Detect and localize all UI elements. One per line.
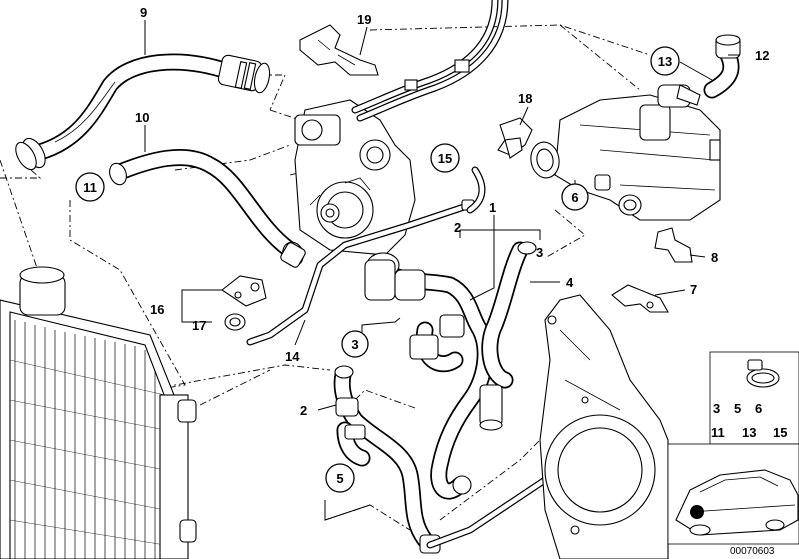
label-4: 4 xyxy=(566,275,574,290)
clip-18 xyxy=(497,117,533,159)
circle-15 xyxy=(430,143,460,173)
label-6: 6 xyxy=(571,190,578,205)
label-7: 7 xyxy=(690,282,697,297)
label-11: 11 xyxy=(83,180,97,195)
car-locator-inset: 00070603 xyxy=(667,443,799,557)
thermostat-housing-right xyxy=(530,84,721,221)
inset-3: 3 xyxy=(713,401,720,416)
label-1: 1 xyxy=(489,200,496,215)
inset-15: 15 xyxy=(773,425,787,440)
label-15: 15 xyxy=(438,151,452,166)
clamp-17 xyxy=(224,313,246,331)
circle-11 xyxy=(75,172,105,202)
circle-6 xyxy=(561,183,589,211)
inset-11: 11 xyxy=(711,425,725,440)
label-5: 5 xyxy=(336,471,343,486)
hose-10 xyxy=(109,149,306,268)
hose-9 xyxy=(15,53,271,171)
label-16: 16 xyxy=(150,302,164,317)
inset-6: 6 xyxy=(755,401,762,416)
label-18: 18 xyxy=(518,91,532,106)
label-8: 8 xyxy=(711,250,718,265)
hose-clamp-icon xyxy=(746,359,780,388)
water-pump-assembly xyxy=(294,0,509,256)
label-9: 9 xyxy=(140,5,147,20)
label-2-top: 2 xyxy=(454,220,461,235)
doc-id: 00070603 xyxy=(730,546,775,557)
circle-5 xyxy=(325,463,355,493)
lower-hose-assembly xyxy=(364,241,537,500)
bell-housing xyxy=(539,294,669,559)
label-3-circle: 3 xyxy=(351,337,358,352)
car-icon xyxy=(675,469,799,536)
fitting-12 xyxy=(703,34,741,99)
part-labels: 9 10 19 18 12 1 2 3 4 8 7 16 17 14 2 xyxy=(135,5,769,418)
label-3-top: 3 xyxy=(536,245,543,260)
circled-labels: 11 15 13 6 3 5 xyxy=(75,46,680,493)
inset-5: 5 xyxy=(734,401,741,416)
leader-lines xyxy=(144,20,740,521)
clip-8 xyxy=(654,227,693,263)
label-10: 10 xyxy=(135,110,149,125)
label-19: 19 xyxy=(357,12,371,27)
clip-19 xyxy=(299,24,379,76)
bracket-16 xyxy=(221,275,267,307)
clamp-inset: 3 5 6 11 13 15 xyxy=(709,351,799,445)
radiator xyxy=(0,266,197,559)
circle-3 xyxy=(341,330,369,358)
hose-15 xyxy=(466,166,486,214)
label-12: 12 xyxy=(755,48,769,63)
label-2-bottom: 2 xyxy=(300,403,307,418)
label-17: 17 xyxy=(192,318,206,333)
location-marker-icon xyxy=(690,505,704,519)
label-13: 13 xyxy=(658,54,672,69)
label-14: 14 xyxy=(285,349,300,364)
inset-13: 13 xyxy=(742,425,756,440)
circle-13 xyxy=(650,46,680,76)
clip-7 xyxy=(611,284,669,313)
